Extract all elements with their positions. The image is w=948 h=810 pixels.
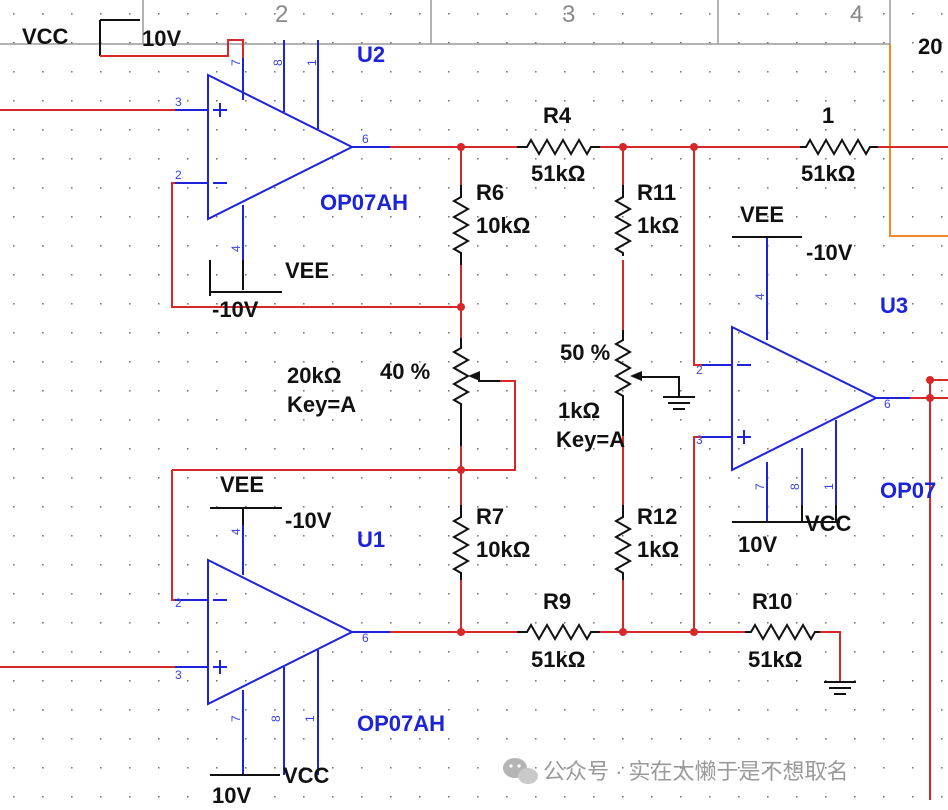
pot-gain-percent: 40 % xyxy=(380,359,430,384)
border-column-3: 3 xyxy=(562,1,575,28)
r1-value: 51kΩ xyxy=(801,161,855,186)
u2-pin-3: 3 xyxy=(175,95,182,109)
r10-value: 51kΩ xyxy=(748,647,802,672)
partial-value-right: 20 xyxy=(918,34,942,59)
u3-part: OP07 xyxy=(880,478,936,503)
u2-vee-label: VEE xyxy=(285,258,329,283)
u2-pin-4: 4 xyxy=(229,245,243,252)
u3-pin-7: 7 xyxy=(753,483,767,490)
u3-vcc-value: 10V xyxy=(738,532,777,557)
pot-balance-value: 1kΩ xyxy=(558,398,600,423)
u1-pin-6: 6 xyxy=(362,631,369,645)
r9-value: 51kΩ xyxy=(531,647,585,672)
resistor-r11[interactable]: R11 1kΩ xyxy=(613,180,679,256)
r12-value: 1kΩ xyxy=(637,537,679,562)
opamp-u1[interactable]: 2 3 6 4 7 8 1 U1 OP07AH xyxy=(175,508,445,775)
u3-vee-supply[interactable]: VEE -10V xyxy=(732,202,853,265)
u1-vee-label: VEE xyxy=(220,472,264,497)
watermark: 公众号 · 实在太懒于是不想取名 xyxy=(503,758,849,784)
u1-vcc-label: VCC xyxy=(283,763,330,788)
junctions xyxy=(457,143,934,636)
u2-ref: U2 xyxy=(357,42,385,67)
u1-part: OP07AH xyxy=(357,711,445,736)
pot-balance-key: Key=A xyxy=(556,427,625,452)
wechat-icon xyxy=(503,758,538,784)
u3-vee-label: VEE xyxy=(740,202,784,227)
r11-value: 1kΩ xyxy=(637,213,679,238)
u3-vee-value: -10V xyxy=(806,240,853,265)
u1-ref: U1 xyxy=(357,527,385,552)
r6-value: 10kΩ xyxy=(476,213,530,238)
u2-pin-2: 2 xyxy=(175,168,182,182)
pot-gain-wiper-arrow xyxy=(468,371,480,381)
resistor-r12[interactable]: R12 1kΩ xyxy=(613,504,679,580)
opamp-u2[interactable]: 3 2 6 7 8 1 4 U2 OP07AH xyxy=(175,40,408,260)
probe-wire[interactable] xyxy=(889,44,948,237)
pot-gain-value: 20kΩ xyxy=(287,363,341,388)
resistor-r9[interactable]: R9 51kΩ xyxy=(517,589,600,672)
sheet-border: 2 3 4 xyxy=(0,0,891,45)
u1-vee-value: -10V xyxy=(285,508,332,533)
resistor-r4[interactable]: R4 51kΩ xyxy=(517,103,600,186)
potentiometer-gain[interactable]: 40 % 20kΩ Key=A xyxy=(287,338,500,446)
pot-balance-wiper-arrow xyxy=(630,371,642,381)
u3-ref: U3 xyxy=(880,293,908,318)
ground-icon xyxy=(824,681,856,695)
r7-ref: R7 xyxy=(476,504,504,529)
u1-pin-1: 1 xyxy=(303,715,317,722)
watermark-text: 公众号 · 实在太懒于是不想取名 xyxy=(543,759,849,784)
u1-vcc-supply[interactable]: VCC 10V xyxy=(210,763,330,808)
u2-part: OP07AH xyxy=(320,190,408,215)
u3-pin-6: 6 xyxy=(884,397,891,411)
top-vcc-source[interactable]: VCC 10V xyxy=(22,19,181,56)
r12-ref: R12 xyxy=(637,504,677,529)
pot-gain-key: Key=A xyxy=(287,392,356,417)
r1-ref: 1 xyxy=(822,103,834,128)
u3-pin-4: 4 xyxy=(753,293,767,300)
ground-icon xyxy=(663,396,695,410)
u1-pin-4: 4 xyxy=(229,528,243,535)
u3-vcc-supply[interactable]: VCC 10V xyxy=(732,505,852,557)
u2-pin-7: 7 xyxy=(229,59,243,66)
u3-pin-3: 3 xyxy=(696,433,703,447)
resistor-r6[interactable]: R6 10kΩ xyxy=(451,180,530,265)
u2-pin-8: 8 xyxy=(271,59,285,66)
u1-vee-supply[interactable]: VEE -10V xyxy=(210,472,332,533)
resistor-r10[interactable]: R10 51kΩ xyxy=(745,589,820,672)
u2-pin-6: 6 xyxy=(362,132,369,146)
resistor-r7[interactable]: R7 10kΩ xyxy=(451,504,530,580)
r7-value: 10kΩ xyxy=(476,537,530,562)
u2-pin-1: 1 xyxy=(305,59,319,66)
u1-pin-8: 8 xyxy=(269,715,283,722)
r4-value: 51kΩ xyxy=(531,161,585,186)
u1-pin-7: 7 xyxy=(229,715,243,722)
r10-ref: R10 xyxy=(752,589,792,614)
border-column-4: 4 xyxy=(850,1,863,28)
u2-vee-supply[interactable]: VEE -10V xyxy=(209,258,329,322)
u2-vee-value: -10V xyxy=(212,297,259,322)
resistor-r1[interactable]: 1 51kΩ xyxy=(800,103,878,186)
top-vcc-label: VCC xyxy=(22,24,69,49)
opamp-u3[interactable]: 2 3 6 4 7 8 1 U3 OP07 xyxy=(696,237,936,522)
r4-ref: R4 xyxy=(543,103,572,128)
u1-pin-2: 2 xyxy=(175,596,182,610)
u3-pin-2: 2 xyxy=(696,363,703,377)
r9-ref: R9 xyxy=(543,589,571,614)
u1-pin-3: 3 xyxy=(175,668,182,682)
border-column-2: 2 xyxy=(275,1,288,28)
top-vcc-value: 10V xyxy=(142,26,181,51)
pot-balance-percent: 50 % xyxy=(560,340,610,365)
u3-vcc-label: VCC xyxy=(805,511,852,536)
u3-pin-8: 8 xyxy=(788,483,802,490)
r6-ref: R6 xyxy=(476,180,504,205)
u1-vcc-value: 10V xyxy=(212,783,251,808)
r11-ref: R11 xyxy=(637,180,676,205)
u3-pin-1: 1 xyxy=(822,483,836,490)
potentiometer-balance[interactable]: 50 % 1kΩ Key=A xyxy=(556,330,680,452)
